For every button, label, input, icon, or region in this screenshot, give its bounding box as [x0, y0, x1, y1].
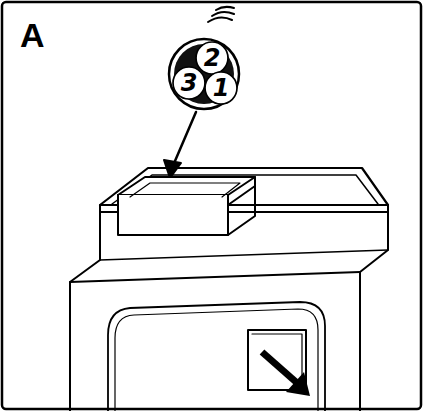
callout-number: 3 [181, 71, 198, 95]
callout-number: 1 [213, 76, 230, 100]
panel-letter: A [20, 18, 45, 52]
number-circle: 2 [195, 41, 229, 75]
number-circle: 3 [172, 66, 206, 100]
number-circle: 1 [204, 71, 238, 105]
callout-number: 2 [204, 46, 221, 70]
